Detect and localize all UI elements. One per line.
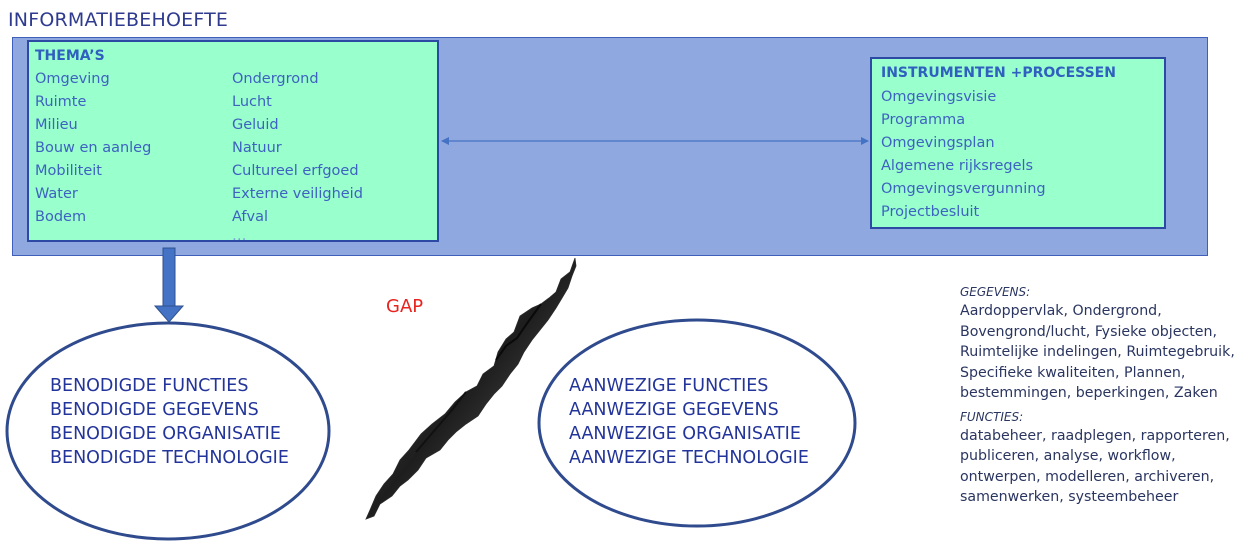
theme-item: Omgeving [35, 71, 110, 87]
data-heading: GEGEVENS: [960, 285, 1031, 299]
gap-label: GAP [386, 296, 424, 317]
functions-description: databeheer, raadplegen, rapporteren, pub… [960, 427, 1230, 506]
instrument-item: Projectbesluit [881, 204, 980, 220]
functions-heading: FUNCTIES: [960, 409, 1024, 424]
themes-heading: THEMA’S [35, 48, 105, 64]
themes-column-1: Omgeving Ruimte Milieu Bouw en aanleg Mo… [35, 68, 151, 229]
diagram-title: INFORMATIEBEHOEFTE [8, 9, 229, 31]
data-description: Aardoppervlak, Ondergrond, Bovengrond/lu… [960, 303, 1235, 401]
instruments-box: INSTRUMENTEN +PROCESSEN Omgevingsvisie P… [870, 57, 1166, 229]
instrument-item: Programma [881, 112, 966, 128]
side-notes: GEGEVENS: Aardoppervlak, Ondergrond, Bov… [960, 285, 1256, 508]
theme-item: Bodem [35, 209, 87, 225]
theme-item: Milieu [35, 117, 78, 133]
required-functions: BENODIGDE FUNCTIES [50, 376, 249, 396]
instrument-item: Omgevingsplan [881, 135, 995, 151]
instrument-item: Omgevingsvergunning [881, 181, 1046, 197]
themes-column-2: Ondergrond Lucht Geluid Natuur Cultureel… [232, 68, 363, 243]
theme-item: Bouw en aanleg [35, 140, 152, 156]
instruments-heading: INSTRUMENTEN +PROCESSEN [881, 65, 1116, 81]
theme-item: Afval [232, 209, 269, 225]
theme-item: Externe veiligheid [232, 186, 363, 202]
required-ellipse [5, 321, 331, 541]
theme-item: Water [35, 186, 78, 202]
theme-item: Lucht [232, 94, 272, 110]
required-data: BENODIGDE GEGEVENS [50, 400, 259, 420]
required-list: BENODIGDE FUNCTIES BENODIGDE GEGEVENS BE… [50, 374, 289, 470]
available-technology: AANWEZIGE TECHNOLOGIE [569, 448, 809, 468]
instrument-item: Algemene rijksregels [881, 158, 1034, 174]
available-organisation: AANWEZIGE ORGANISATIE [569, 424, 801, 444]
available-list: AANWEZIGE FUNCTIES AANWEZIGE GEGEVENS AA… [569, 374, 809, 470]
available-functions: AANWEZIGE FUNCTIES [569, 376, 769, 396]
required-organisation: BENODIGDE ORGANISATIE [50, 424, 281, 444]
theme-item: Geluid [232, 117, 279, 133]
theme-item: Mobiliteit [35, 163, 102, 179]
available-data: AANWEZIGE GEGEVENS [569, 400, 779, 420]
theme-item: Ondergrond [232, 71, 319, 87]
theme-item-ellipsis: … [232, 228, 247, 244]
theme-item: Ruimte [35, 94, 87, 110]
required-technology: BENODIGDE TECHNOLOGIE [50, 448, 289, 468]
down-arrow [153, 247, 185, 323]
instrument-item: Omgevingsvisie [881, 89, 997, 105]
instruments-list: Omgevingsvisie Programma Omgevingsplan A… [881, 86, 1046, 224]
theme-item: Natuur [232, 140, 282, 156]
themes-box: THEMA’S Omgeving Ruimte Milieu Bouw en a… [27, 40, 439, 243]
available-ellipse [537, 318, 857, 528]
crack-graphic [365, 257, 577, 520]
theme-item: Cultureel erfgoed [232, 163, 359, 179]
